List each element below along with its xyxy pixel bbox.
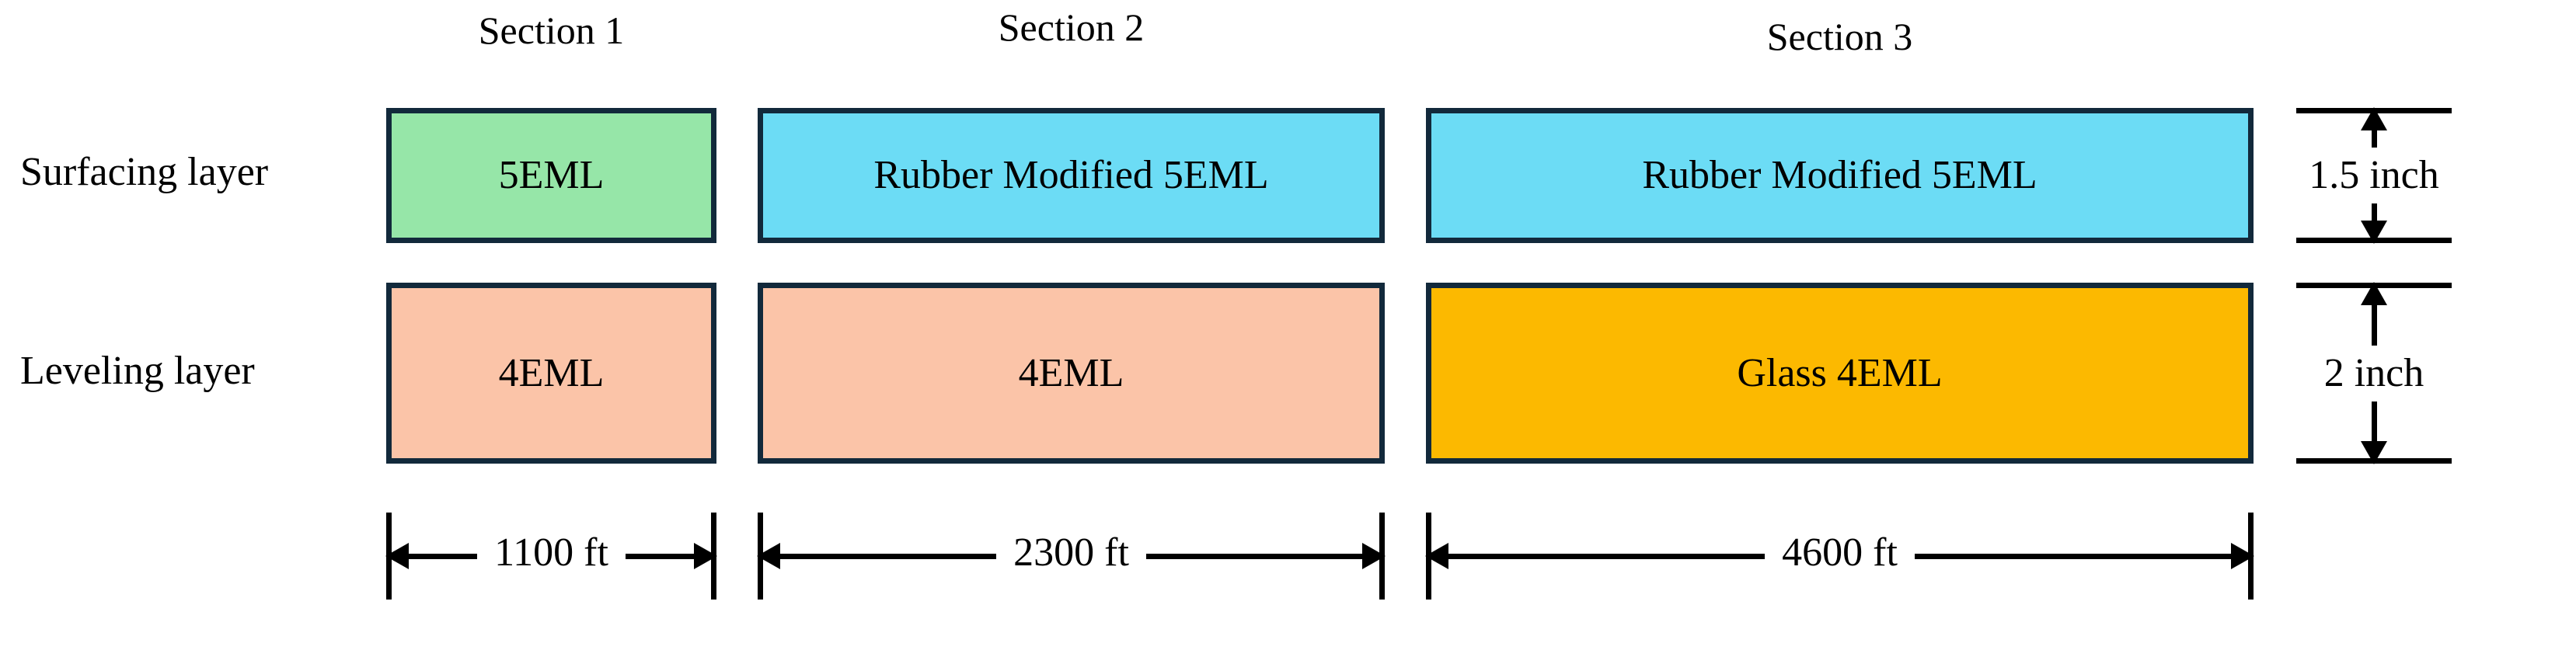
arrow-left [1426,553,1766,559]
arrow-right [1145,553,1386,559]
section-1-surfacing-box[interactable]: 5EML [386,108,716,243]
section-3-length-dimension: 4600 ft [1426,513,2254,600]
surfacing-thickness-dimension: 1.5 inch [2296,108,2452,243]
section-2-surfacing-label: Rubber Modified 5EML [873,153,1269,197]
dimension-bar: 2300 ft [758,513,1386,600]
section-2-surfacing-box[interactable]: Rubber Modified 5EML [758,108,1385,243]
section-title-1: Section 1 [478,9,625,52]
section-3-length-label: 4600 ft [1782,530,1898,575]
section-title-2: Section 2 [998,5,1145,49]
section-1-surfacing-label: 5EML [498,153,605,197]
section-3-surfacing-box[interactable]: Rubber Modified 5EML [1426,108,2254,243]
dimension-bar: 4600 ft [1426,513,2254,600]
section-2-leveling-box[interactable]: 4EML [758,283,1385,464]
arrow-right [1914,553,2254,559]
section-3-leveling-label: Glass 4EML [1737,350,1943,395]
arrow-down [2371,203,2377,243]
leveling-thickness-dimension: 2 inch [2296,283,2452,464]
surfacing-thickness-label: 1.5 inch [2309,153,2439,197]
leveling-thickness-label: 2 inch [2323,350,2424,395]
row-label-surfacing-layer: Surfacing layer [20,150,269,194]
arrow-up [2371,108,2377,148]
section-3-surfacing-label: Rubber Modified 5EML [1642,153,2037,197]
row-label-leveling-layer: Leveling layer [20,349,255,393]
arrow-right [625,553,716,559]
arrow-left [386,553,478,559]
section-1-length-dimension: 1100 ft [386,513,716,600]
section-title-3: Section 3 [1766,15,1913,58]
section-2-leveling-label: 4EML [1018,350,1124,395]
arrow-left [758,553,997,559]
section-2-length-dimension: 2300 ft [758,513,1386,600]
dimension-bar: 1100 ft [386,513,716,600]
arrow-down [2371,401,2377,464]
section-1-leveling-box[interactable]: 4EML [386,283,716,464]
thickness-arrow-column: 2 inch [2316,283,2432,464]
thickness-arrow-column: 1.5 inch [2309,108,2439,243]
section-2-length-label: 2300 ft [1013,530,1129,575]
section-1-leveling-label: 4EML [498,350,605,395]
section-1-length-label: 1100 ft [494,530,608,575]
section-3-leveling-box[interactable]: Glass 4EML [1426,283,2254,464]
arrow-up [2371,283,2377,346]
